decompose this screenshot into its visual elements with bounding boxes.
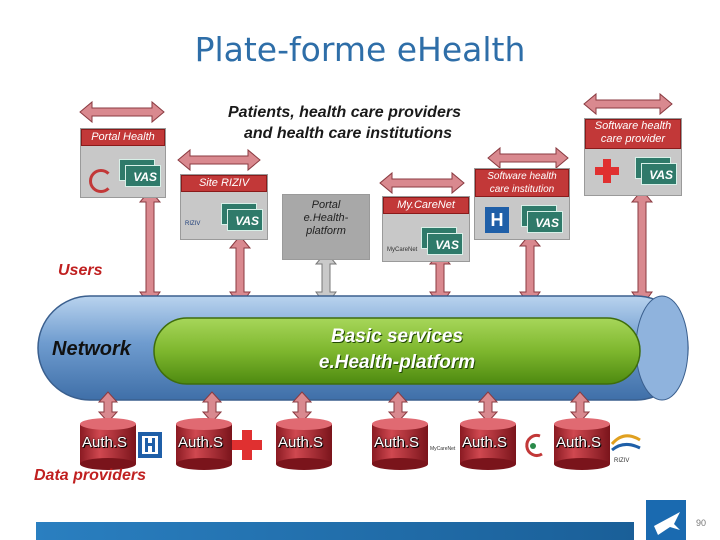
software-institution-header: Software health care institution <box>475 169 569 197</box>
varrow-5 <box>518 233 542 307</box>
riziv-logo-bottom-text: RIZIV <box>614 458 630 464</box>
auth-label: Auth.S <box>556 434 602 451</box>
arrow-mycarenet <box>379 171 465 195</box>
mycarenet-logo-bottom: MyCareNet <box>430 446 456 452</box>
cylinder-6 <box>554 418 610 470</box>
slide-title: Plate-forme eHealth <box>194 30 526 69</box>
mycarenet-card: My.CareNet VAS VAS MyCareNet <box>382 196 470 262</box>
portal-health-label: Portal Health <box>81 129 165 146</box>
footer-bar <box>36 522 634 540</box>
arrow-portal-health <box>79 100 165 124</box>
portal-ehealth-card: Portal e.Health- platform <box>282 194 370 260</box>
page-number: 90 <box>696 518 707 528</box>
cylinder-2 <box>176 418 232 470</box>
portal-health-card: Portal Health VAS VAS <box>80 128 166 198</box>
cross-logo-bottom <box>232 430 262 460</box>
auth-label: Auth.S <box>462 434 508 451</box>
software-provider-line2: care provider <box>600 133 666 145</box>
network-label: Network <box>52 338 131 360</box>
basic-services-line2: e.Health-platform <box>318 352 476 373</box>
software-provider-card: Software health care provider VAS VAS <box>584 118 682 196</box>
cylinder-3 <box>276 418 332 470</box>
vas-badge: VAS <box>427 233 463 255</box>
software-institution-line1: Software health <box>487 171 557 182</box>
auth-cylinders <box>80 418 610 470</box>
cylinder-4 <box>372 418 428 470</box>
hospital-logo-bottom <box>138 432 162 458</box>
plane-icon <box>654 512 680 535</box>
portal-ehealth-line1: Portal <box>311 199 341 211</box>
swirl-logo <box>89 169 113 193</box>
software-institution-line2: care institution <box>489 184 555 195</box>
top-label-line1: Patients, health care providers <box>228 104 461 121</box>
auth-label: Auth.S <box>278 434 324 451</box>
cylinder-1 <box>80 418 136 470</box>
arrow-software-provider <box>583 92 673 116</box>
vas-badge: VAS <box>527 211 563 233</box>
data-providers-label: Data providers <box>34 467 147 484</box>
portal-ehealth-line3: platform <box>306 225 346 237</box>
hospital-logo: H <box>485 207 509 233</box>
auth-label: Auth.S <box>374 434 420 451</box>
software-provider-line1: Software health <box>594 120 672 132</box>
arrow-site-riziv <box>177 148 261 172</box>
auth-label: Auth.S <box>178 434 224 451</box>
vas-badge: VAS <box>125 165 161 187</box>
cross-logo <box>595 159 619 183</box>
swirl-logo-bottom <box>525 433 543 457</box>
varrow-1 <box>138 189 162 307</box>
users-label: Users <box>58 262 103 279</box>
arrow-software-institution <box>487 146 569 170</box>
auth-label: Auth.S <box>82 434 128 451</box>
vas-badge: VAS <box>641 163 677 185</box>
site-riziv-card: Site RIZIV VAS VAS RIZIV <box>180 174 268 240</box>
basic-services-bar <box>153 317 641 385</box>
software-provider-header: Software health care provider <box>585 119 681 149</box>
riziv-logo-bottom <box>610 434 641 452</box>
cylinder-5 <box>460 418 516 470</box>
varrow-6 <box>630 189 654 307</box>
vas-badge: VAS <box>227 209 263 231</box>
portal-ehealth-line2: e.Health- <box>303 212 349 224</box>
basic-services-line1: Basic services <box>330 326 464 347</box>
software-institution-card: Software health care institution VAS VAS… <box>474 168 570 240</box>
horizontal-arrows <box>79 92 673 195</box>
mycarenet-label: My.CareNet <box>383 197 469 214</box>
top-label-line2: and health care institutions <box>244 125 453 142</box>
site-riziv-label: Site RIZIV <box>181 175 267 192</box>
riziv-logo: RIZIV <box>185 221 201 227</box>
mycarenet-logo: MyCareNet <box>387 247 418 253</box>
